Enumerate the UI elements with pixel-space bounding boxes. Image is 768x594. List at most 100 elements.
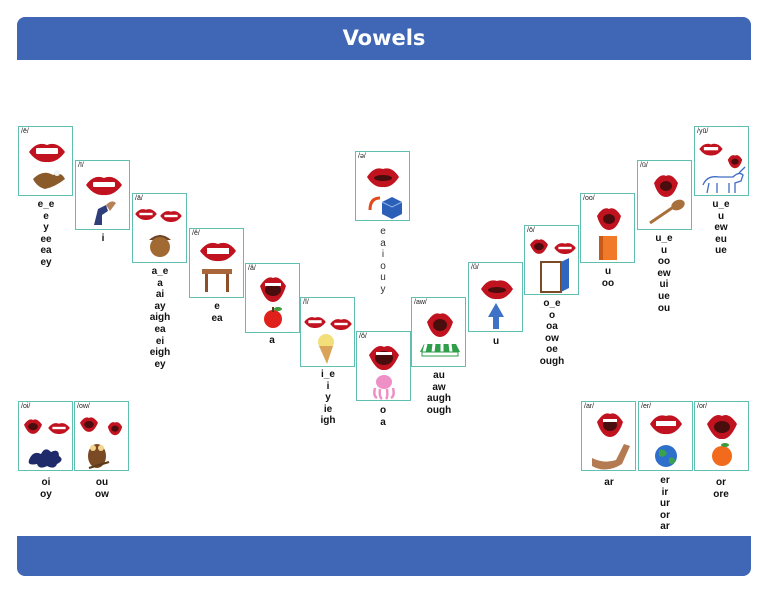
mouth-icon	[699, 143, 723, 156]
table-icon	[202, 269, 232, 292]
spelling: ar	[604, 477, 614, 488]
mouth-icon	[200, 242, 236, 262]
mouth-icon	[707, 415, 737, 440]
book-icon	[599, 236, 617, 260]
mouth-icon	[160, 211, 182, 223]
spelling: ur	[660, 498, 670, 510]
mouth-icon	[80, 417, 98, 432]
orange-icon	[712, 443, 732, 466]
sound-card-short-i: /ĭ/	[300, 297, 355, 367]
spelling: oi	[41, 477, 51, 488]
spelling: o	[380, 260, 386, 272]
spelling: ew	[657, 267, 671, 279]
eagle-icon	[33, 170, 65, 189]
spelling: augh	[427, 393, 451, 405]
spelling: ea	[154, 323, 166, 335]
sound-card-short-u: /ŭ/	[468, 262, 523, 332]
spelling: y	[380, 283, 386, 295]
spelling: u_e	[712, 199, 730, 210]
mouth-icon	[304, 317, 326, 329]
sound-label: /ĕ/	[192, 230, 200, 237]
mouth-icon	[369, 346, 399, 371]
spelling: u	[380, 272, 386, 284]
apple-icon	[264, 307, 282, 328]
spelling: ea	[211, 312, 223, 324]
mouth-icon	[530, 239, 548, 254]
sound-card-or: /or/	[694, 401, 749, 471]
sound-label: /ā/	[135, 195, 143, 202]
sound-label: /oo/	[583, 195, 595, 202]
mouth-icon	[597, 208, 621, 230]
spelling: er	[660, 475, 670, 486]
spelling: u	[660, 244, 668, 256]
owl-icon	[88, 444, 110, 469]
spelling: a	[269, 335, 275, 346]
oil-splat-icon	[28, 449, 62, 468]
spelling: ai	[155, 289, 165, 301]
mouth-icon	[29, 143, 65, 163]
spelling-list-ar: ar	[581, 477, 637, 489]
spelling: ough	[426, 404, 452, 416]
acorn-icon	[149, 235, 171, 257]
mouth-icon	[554, 243, 576, 255]
spelling: oo	[657, 256, 671, 268]
sound-label: /ŭ/	[471, 264, 479, 271]
sound-label: /ow/	[77, 403, 90, 410]
spelling: or	[716, 477, 726, 488]
spelling: e	[380, 226, 386, 237]
spelling: aw	[432, 381, 446, 393]
mouth-icon	[367, 168, 399, 188]
sound-card-ow: /ow/	[74, 401, 129, 471]
spelling: e_e	[37, 199, 55, 210]
spelling: y	[325, 392, 331, 404]
spelling: a_e	[151, 266, 169, 277]
sound-card-long-o: /ō/	[524, 225, 579, 295]
spelling: ar	[660, 521, 670, 533]
sound-card-short-e: /ĕ/	[189, 228, 244, 298]
spelling: ie	[323, 403, 333, 415]
spelling: o	[379, 405, 387, 416]
sound-card-short-o: /ŏ/	[356, 331, 411, 401]
sound-card-long-e: /ē/	[18, 126, 73, 196]
spelling: ey	[154, 358, 166, 370]
open-door-icon	[540, 258, 569, 293]
spelling: e	[43, 210, 49, 222]
spelling: ow	[545, 332, 559, 344]
spelling: ea	[40, 245, 52, 257]
spelling: or	[660, 509, 670, 521]
mouth-icon	[86, 176, 122, 196]
unicorn-icon	[702, 166, 746, 194]
spelling: i	[381, 249, 385, 261]
sound-card-schwa: /ə/	[355, 151, 410, 221]
sound-card-short-a: /ă/	[245, 263, 300, 333]
cube-arrow-icon	[368, 196, 403, 219]
sound-label: /oi/	[21, 403, 31, 410]
spelling-list-short-a: a	[244, 335, 300, 347]
sound-card-long-oo: /ū/	[637, 160, 692, 230]
sound-card-long-a: /ā/	[132, 193, 187, 263]
up-arrow-icon	[488, 303, 504, 329]
spelling: u	[717, 210, 725, 222]
mouth-icon	[48, 423, 70, 435]
spelling: oa	[546, 321, 558, 333]
spelling: ou	[95, 477, 109, 488]
octopus-icon	[373, 375, 395, 400]
spelling: ee	[40, 233, 52, 245]
spelling-list-long-i: i	[75, 233, 131, 245]
spelling: a	[380, 416, 386, 428]
spelling: ue	[658, 290, 670, 302]
mouth-icon	[654, 175, 678, 197]
sound-label: /ă/	[248, 265, 256, 272]
spelling: aigh	[149, 312, 171, 324]
spelling: ei	[155, 335, 165, 347]
spelling: a	[380, 237, 386, 249]
spelling: ir	[661, 486, 669, 498]
